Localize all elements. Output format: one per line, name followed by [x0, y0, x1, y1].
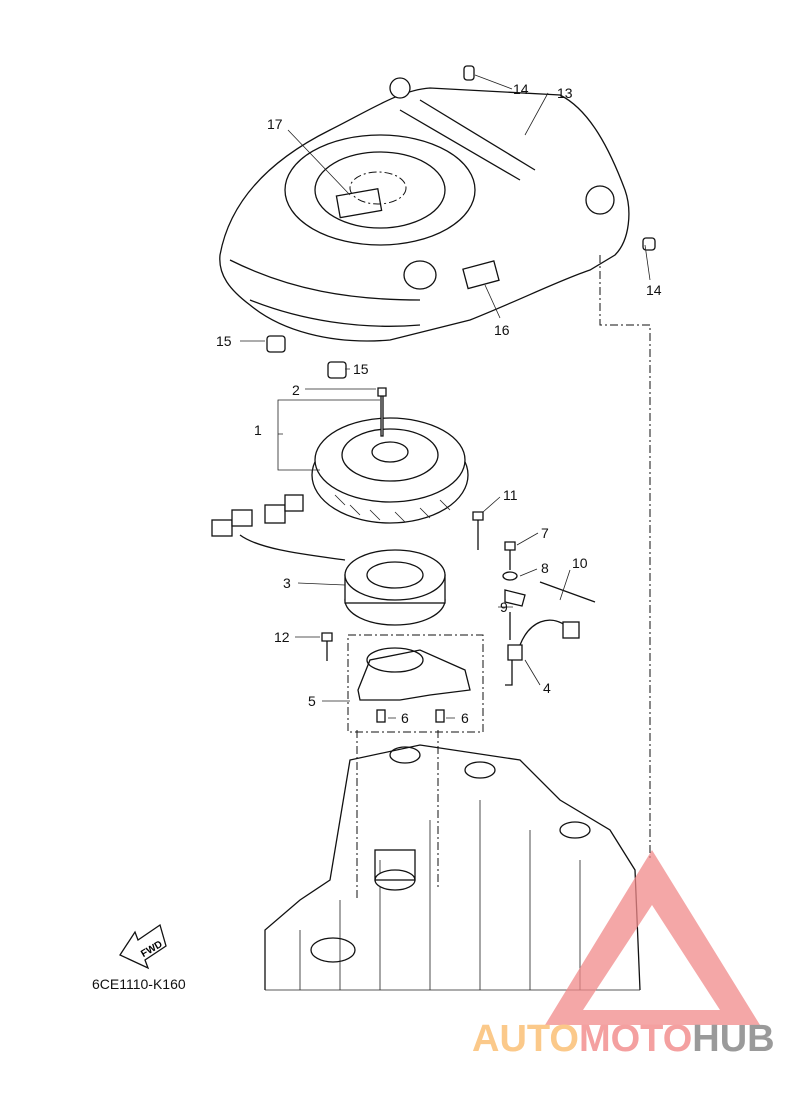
diagram-code: 6CE1110-K160: [92, 976, 186, 992]
flywheel-cover: [219, 77, 630, 342]
callout-1: 1: [254, 422, 262, 438]
callout-13: 13: [557, 85, 573, 101]
stator: [211, 494, 446, 626]
pulser-bracket: [347, 634, 484, 733]
callout-4: 4: [543, 680, 551, 696]
callout-16: 16: [494, 322, 510, 338]
callout-14b: 14: [646, 282, 662, 298]
watermark-part-hub: HUB: [692, 1018, 775, 1060]
callout-7: 7: [541, 525, 549, 541]
callout-15b: 15: [353, 361, 369, 377]
callout-10: 10: [572, 555, 588, 571]
callout-14: 14: [513, 81, 529, 97]
watermark-text: AUTOMOTOHUB: [472, 1018, 775, 1061]
callout-15: 15: [216, 333, 232, 349]
callout-8: 8: [541, 560, 549, 576]
watermark-part-auto: AUTO: [472, 1018, 579, 1060]
callout-3: 3: [283, 575, 291, 591]
callout-6: 6: [401, 710, 409, 726]
callout-labels: 1 2 3 4 5 6 6 7 8 9 10 11 12 13 14 14 15…: [216, 81, 662, 726]
fwd-arrow-icon: FWD: [119, 923, 167, 970]
callout-11: 11: [503, 487, 518, 503]
watermark-part-moto: MOTO: [578, 1018, 693, 1060]
callout-5: 5: [308, 693, 316, 709]
leader-lines: [240, 74, 651, 900]
bolts: [321, 511, 596, 661]
flywheel: [311, 387, 469, 524]
callout-6b: 6: [461, 710, 469, 726]
callout-9: 9: [500, 599, 508, 615]
watermark-logo: [545, 850, 760, 1025]
callout-2: 2: [292, 382, 300, 398]
engine-block: [264, 744, 641, 991]
callout-17: 17: [267, 116, 283, 132]
grommets: [266, 65, 656, 379]
callout-12: 12: [274, 629, 290, 645]
